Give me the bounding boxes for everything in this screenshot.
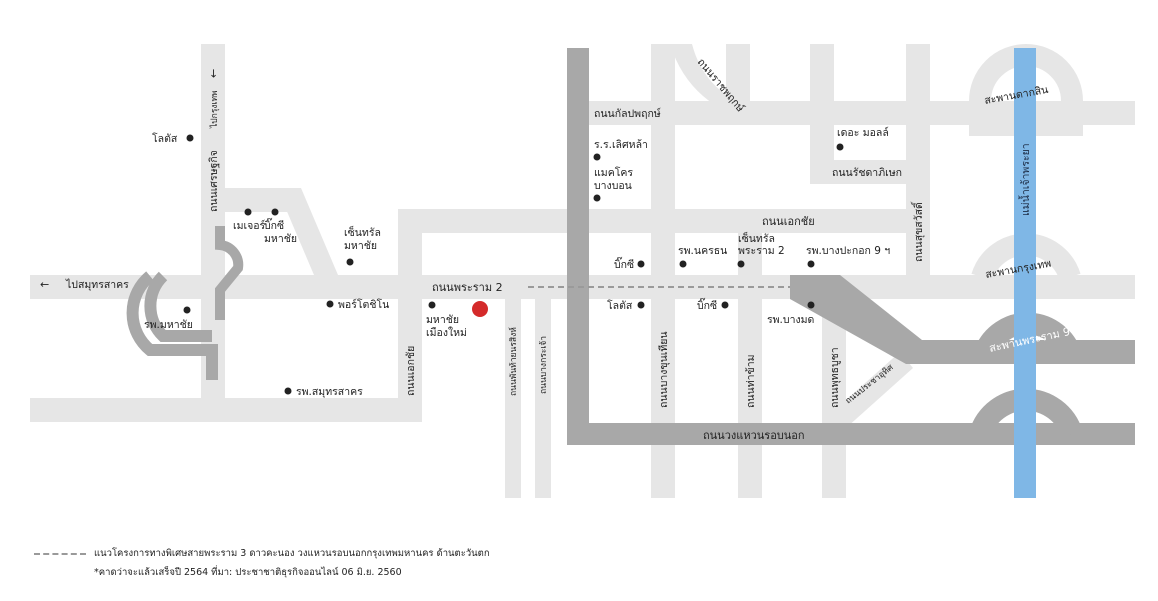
legend-dashed-line (34, 552, 86, 555)
label-ekkachai-vertical: ถนนเอกชัย (405, 346, 417, 396)
road-ratchadaphisek (810, 160, 908, 184)
dot-central-mahachai (346, 258, 354, 266)
dot-bigc-rama2 (637, 260, 645, 268)
label-central-rama2-2: พระราม 2 (738, 245, 785, 257)
label-ekkachai-top: ถนนเอกชัย (762, 215, 815, 228)
label-mahachai-mueang-mai-2: เมืองใหม่ (426, 326, 467, 339)
road-phanthai-norasing (505, 299, 521, 498)
road-bottom-left (30, 398, 422, 422)
dot-rp-bangmod (807, 301, 815, 309)
dot-porto-chino (326, 300, 334, 308)
river-chao-phraya (1014, 48, 1036, 498)
arrow-left-icon: ← (40, 278, 49, 291)
label-tha-kham: ถนนท่าข้าม (745, 354, 757, 408)
label-rp-samut-sakhon: รพ.สมุทรสาคร (296, 386, 363, 398)
label-mega: เมเจอร์ (233, 219, 266, 232)
label-rp-mahachai: รพ.มหาชัย (144, 319, 193, 331)
label-river: แม่น้ำเจ้าพระยา (1018, 143, 1032, 216)
label-porto-chino: พอร์โตชิโน (338, 298, 389, 311)
place-dots (183, 134, 844, 395)
label-school-lertla: ร.ร.เลิศหล้า (594, 139, 648, 151)
label-makro-2: บางบอน (594, 180, 632, 192)
dot-the-mall (836, 143, 844, 151)
dot-rp-samut-sakhon (284, 387, 292, 395)
source-footnote: *คาดว่าจะแล้วเสร็จปี 2564 ที่มา: ประชาชา… (94, 567, 402, 578)
dot-lotus-rama2 (637, 301, 645, 309)
dot-bigc-mahachai (271, 208, 279, 216)
legend-text: แนวโครงการทางพิเศษสายพระราม 3 ดาวคะนอง ว… (94, 548, 490, 559)
label-bigc-thakham: บิ๊กซี (697, 297, 717, 312)
label-phanthai-norasing: ถนนพันท้ายนรสิงห์ (508, 327, 519, 396)
dot-rp-bangpakok (807, 260, 815, 268)
road-bang-khun-thian (651, 44, 675, 498)
road-bang-krachao (535, 299, 551, 498)
road-diagonal-mahachai (277, 188, 338, 275)
dot-lotus-left (186, 134, 194, 142)
road-suksawat (906, 44, 930, 277)
dot-rp-nakhon-thon (679, 260, 687, 268)
label-central-rama2-1: เซ็นทรัล (738, 231, 775, 245)
label-bigc-mahachai-1: บิ๊กซี (264, 217, 284, 232)
dot-rp-mahachai (183, 306, 191, 314)
road-pracha-uthit (846, 352, 913, 428)
label-lotus-rama2: โลตัส (607, 299, 633, 312)
label-makro-1: แมคโคร (594, 166, 633, 179)
legend-footnote: แนวโครงการทางพิเศษสายพระราม 3 ดาวคะนอง ว… (34, 546, 490, 561)
label-setthakit: ถนนเศรษฐกิจ (208, 150, 220, 212)
label-central-mahachai-1: เซ็นทรัล (344, 225, 381, 239)
dot-central-rama2 (737, 260, 745, 268)
label-suksawat: ถนนสุขสวัสดิ์ (910, 201, 925, 262)
label-rama2: ถนนพระราม 2 (432, 281, 503, 294)
label-to-bangkok: ไปกรุงเทพ (209, 90, 220, 129)
label-the-mall: เดอะ มอลล์ (837, 126, 889, 139)
label-bigc-mahachai-2: มหาชัย (264, 233, 297, 245)
light-roads (30, 44, 1135, 498)
road-mahachai-loop (144, 271, 212, 342)
label-outer-ring: ถนนวงแหวนรอบนอก (703, 429, 805, 442)
road-outer-ring-vertical (567, 48, 589, 445)
label-rp-bangmod: รพ.บางมด (767, 314, 814, 326)
road-outer-ring-bottom (567, 423, 1135, 445)
arrow-up-icon: ← (207, 69, 220, 78)
road-tha-kham (738, 233, 762, 498)
dot-makro (593, 194, 601, 202)
label-to-samut-sakhon: ไปสมุทรสาคร (65, 278, 129, 291)
label-bigc-rama2: บิ๊กซี (614, 256, 634, 271)
project-location-marker (472, 301, 488, 317)
label-lotus-left: โลตัส (152, 132, 178, 145)
label-ratchadaphisek: ถนนรัชดาภิเษก (832, 167, 902, 179)
dot-bigc-thakham (721, 301, 729, 309)
dot-school-lertla (593, 153, 601, 161)
label-mahachai-mueang-mai-1: มหาชัย (426, 314, 459, 326)
road-ekkachai-vertical (398, 209, 422, 422)
road-mahachai-curve (215, 226, 244, 320)
label-bang-krachao: ถนนบางกระเจ้า (538, 336, 549, 394)
label-central-mahachai-2: มหาชัย (344, 240, 377, 252)
label-bang-khun-thian: ถนนบางขุนเทียน (657, 331, 670, 408)
dot-mega (244, 208, 252, 216)
road-mahachai-loop-lower (126, 271, 218, 380)
road-ratchaphruek-arc (670, 44, 762, 124)
label-rp-nakhon-thon: รพ.นครธน (678, 245, 727, 257)
label-kalapaphruek: ถนนกัลปพฤกษ์ (594, 107, 661, 120)
label-rp-bangpakok: รพ.บางปะกอก 9 ฯ (806, 245, 890, 257)
road-phuttha-bucha (822, 299, 846, 498)
dot-mahachai-mueang-mai (428, 301, 436, 309)
label-phuttha-bucha: ถนนพุทธบูชา (829, 347, 841, 408)
